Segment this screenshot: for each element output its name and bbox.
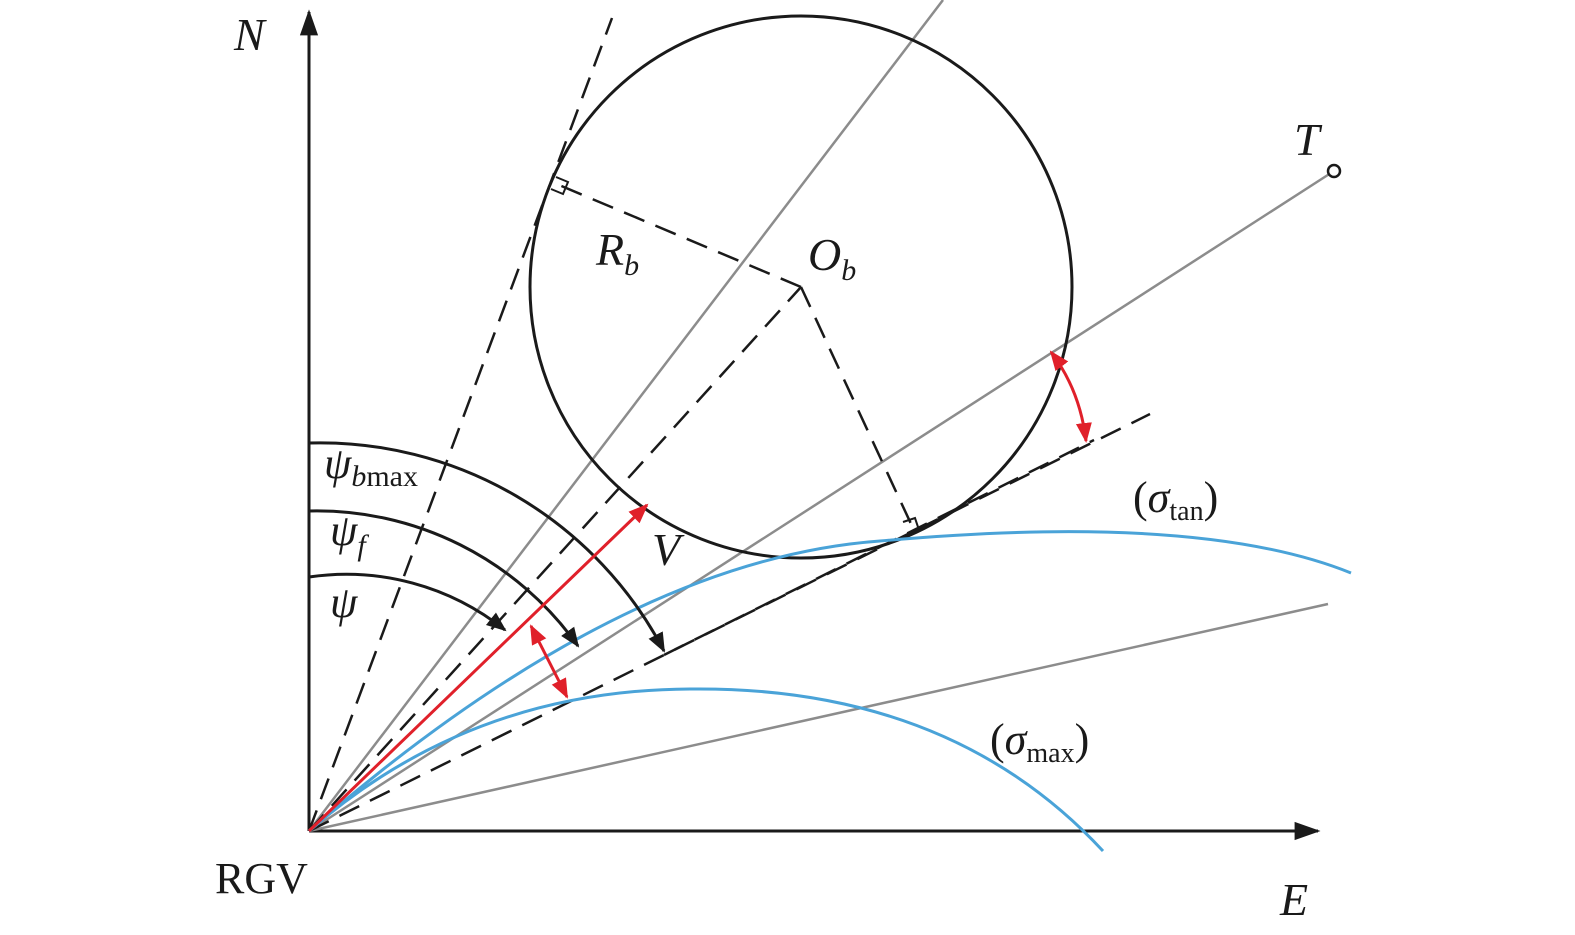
sigma-max-open-paren: ( (990, 715, 1005, 764)
low-gray-line (308, 602, 1329, 833)
psi-arc (308, 572, 507, 632)
steep-gray-line (308, 0, 944, 832)
sigma-tan-symbol: σ (1148, 473, 1172, 522)
psi-bmax-subscript-b: b (351, 460, 366, 493)
center-label: Ob (808, 229, 856, 287)
sigma-tan-close-paren: ) (1204, 473, 1219, 522)
psi-f-symbol: ψ (330, 506, 358, 555)
velocity-vector (307, 503, 649, 833)
radius-upper (558, 183, 802, 289)
sigma-max-label: (σmax) (990, 715, 1089, 769)
sigma-max-close-paren: ) (1075, 715, 1090, 764)
sigma-tan-label: (σtan) (1133, 473, 1218, 527)
radius-subscript: b (624, 249, 639, 282)
radius-label: Rb (595, 224, 639, 282)
axis-e-label: E (1279, 874, 1308, 925)
psi-bmax-subscript-max: max (366, 460, 418, 493)
right-angle-mark-upper (550, 176, 570, 196)
velocity-label: V (652, 524, 685, 575)
sigma-tan-trajectory (308, 530, 1352, 833)
sigma-max-subscript: max (1026, 738, 1074, 769)
psi-f-arc (308, 509, 580, 648)
sigma-tan-open-paren: ( (1133, 473, 1148, 522)
right-angle-mark-lower (902, 516, 921, 535)
dashed-construction (307, 17, 1151, 833)
origin-label: RGV (215, 854, 308, 903)
red-angle-arrow-near (529, 624, 569, 699)
line-of-sight-to-target (308, 169, 1335, 833)
radius-lower (799, 286, 914, 527)
upper-tangent-line (307, 17, 614, 832)
psi-bmax-label: ψbmax (324, 439, 418, 493)
psi-label: ψ (330, 578, 358, 627)
obstacle-circle (528, 14, 1074, 560)
axis-n-label: N (233, 9, 267, 60)
psi-bmax-symbol: ψ (324, 439, 352, 488)
radius-symbol: R (595, 224, 624, 275)
psi-f-subscript: f (357, 529, 369, 562)
target-point (1326, 163, 1342, 179)
sigma-max-symbol: σ (1005, 715, 1029, 764)
sigma-max-trajectory (308, 687, 1105, 853)
center-ray-line (308, 286, 802, 832)
sigma-tan-subscript: tan (1169, 496, 1203, 527)
lower-tangent-line (308, 412, 1151, 833)
psi-bmax-arc (308, 441, 666, 653)
target-label: T (1294, 114, 1323, 165)
red-angle-arrow-far (1049, 350, 1092, 443)
center-symbol: O (808, 229, 841, 280)
center-subscript: b (841, 254, 856, 287)
